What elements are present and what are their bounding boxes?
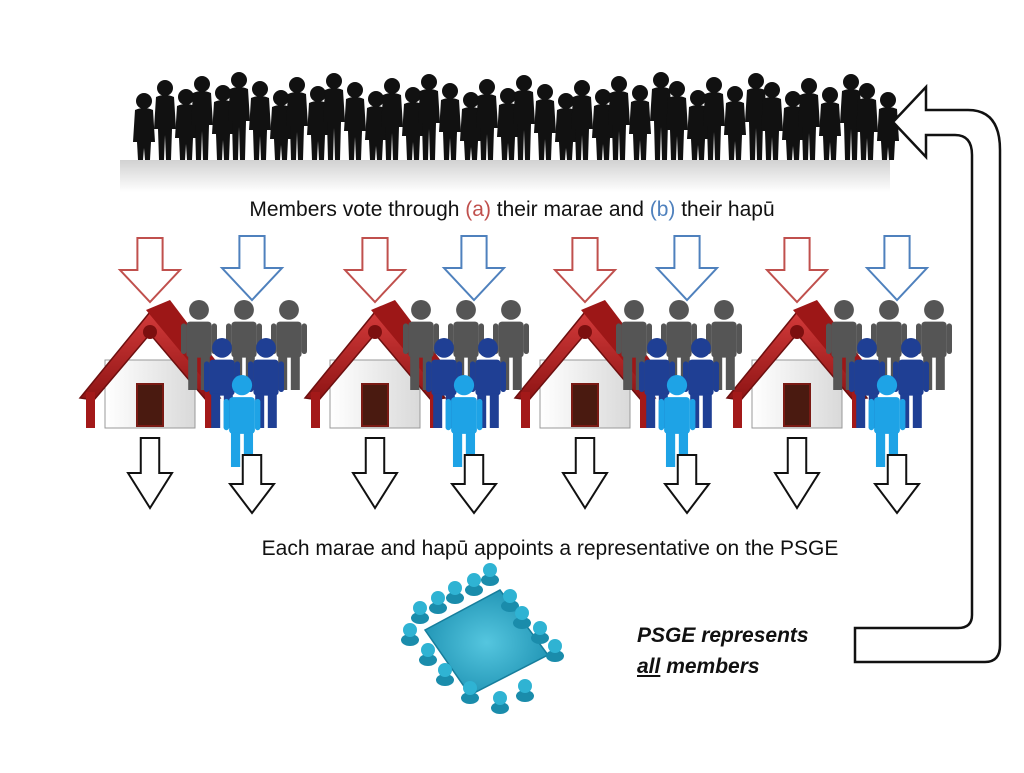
meeting-seat-figure (481, 563, 499, 586)
person-silhouette (191, 76, 213, 160)
person-silhouette (703, 77, 725, 160)
meeting-seat-figure (531, 621, 549, 644)
meeting-seat-figure (513, 606, 531, 629)
hapu-vote-arrow (654, 235, 720, 302)
person-silhouette (286, 77, 308, 160)
hapu-vote-arrow (219, 235, 285, 302)
appoint-arrows (126, 437, 922, 515)
appoint-caption: Each marae and hapū appoints a represent… (261, 537, 839, 560)
hapu-vote-arrow (864, 235, 930, 302)
marae-appoint-arrow (351, 437, 399, 510)
meeting-seat-figure (491, 691, 509, 714)
person-silhouette (154, 80, 176, 160)
person-silhouette (439, 83, 461, 160)
meeting-seat-figure (429, 591, 447, 614)
marae-vote-arrow (764, 237, 830, 304)
person-silhouette (798, 78, 820, 160)
psge-note: PSGE represents all members (637, 620, 809, 682)
psge-note-all: all (637, 655, 661, 678)
hapu-people-icon (403, 300, 529, 467)
person-silhouette (840, 74, 862, 160)
hapu-appoint-arrow (449, 454, 499, 515)
marae-appoint-arrow (561, 437, 609, 510)
marae-label: (a) (465, 198, 491, 221)
person-silhouette (249, 81, 271, 160)
meeting-seat-figure (516, 679, 534, 702)
person-icon (658, 375, 696, 467)
person-silhouette (418, 74, 440, 160)
person-silhouette (608, 76, 630, 160)
meeting-seat-figure (465, 573, 483, 596)
meeting-seat-figure (461, 681, 479, 704)
person-silhouette (133, 93, 155, 160)
person-silhouette (666, 81, 688, 160)
hapu-people-icon (826, 300, 952, 467)
meeting-seat-figure (401, 623, 419, 646)
heading-middle: their marae and (490, 198, 650, 221)
person-silhouette (513, 75, 535, 160)
person-silhouette (534, 84, 556, 160)
person-silhouette (323, 73, 345, 160)
person-icon (445, 375, 483, 467)
hapu-people-icon (181, 300, 307, 467)
hapu-appoint-arrow (227, 454, 277, 515)
person-silhouette (856, 83, 878, 160)
psge-note-rest: members (660, 655, 760, 678)
marae-vote-arrow (342, 237, 408, 304)
meeting-seat-figure (419, 643, 437, 666)
hapu-appoint-arrow (662, 454, 712, 515)
meeting-seat-figure (436, 663, 454, 686)
marae-vote-arrow (552, 237, 618, 304)
person-silhouette (571, 80, 593, 160)
heading-suffix: their hapū (675, 198, 775, 221)
marae-appoint-arrow (773, 437, 821, 510)
meeting-seat-figure (546, 639, 564, 662)
person-icon (223, 375, 261, 467)
crowd-reflection (120, 160, 890, 192)
psge-note-line1: PSGE represents (637, 624, 809, 647)
person-silhouette (344, 82, 366, 160)
person-silhouette (650, 72, 672, 160)
marae-vote-arrow (117, 237, 183, 304)
vote-arrows (117, 235, 930, 304)
person-silhouette (476, 79, 498, 160)
marae-appoint-arrow (126, 437, 174, 510)
meeting-table-icon (401, 563, 564, 714)
person-silhouette (629, 85, 651, 160)
person-silhouette (761, 82, 783, 160)
meeting-seat-figure (411, 601, 429, 624)
person-silhouette (228, 72, 250, 160)
person-silhouette (381, 78, 403, 160)
person-icon (868, 375, 906, 467)
person-silhouette (819, 87, 841, 160)
psge-note-line2: all members (637, 651, 809, 682)
meeting-seat-figure (501, 589, 519, 612)
return-arrow-icon (853, 83, 1002, 664)
crowd-silhouette (120, 72, 899, 192)
person-silhouette (724, 86, 746, 160)
hapu-vote-arrow (441, 235, 507, 302)
person-silhouette (745, 73, 767, 160)
hapu-label: (b) (649, 198, 676, 221)
meeting-seat-figure (446, 581, 464, 604)
hapu-appoint-arrow (872, 454, 922, 515)
hapu-people-icon (616, 300, 742, 467)
marae-hapu-row (78, 300, 952, 467)
heading-prefix: Members vote through (249, 198, 466, 221)
vote-heading: Members vote through (a) their marae and… (0, 198, 1024, 222)
